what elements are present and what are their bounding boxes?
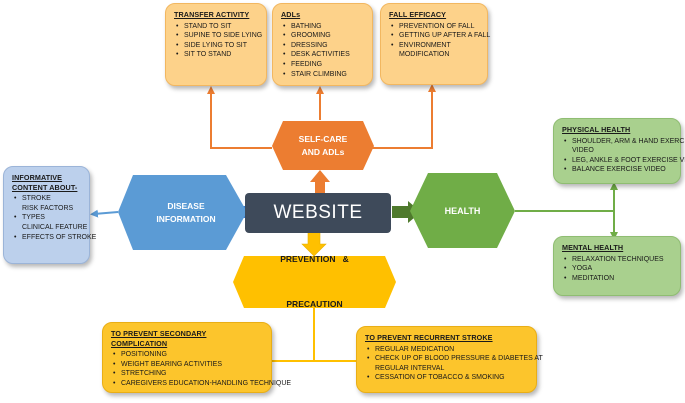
recurrent-stroke-box: TO PREVENT RECURRENT STROKE REGULAR MEDI… [356, 326, 543, 393]
adls-item: BATHING [283, 22, 364, 32]
fall-item: PREVENTION OF FALL [391, 22, 479, 32]
health-node: HEALTH [412, 173, 513, 248]
website-up-arrow [310, 170, 330, 195]
informative-item: RISK FACTORS [22, 204, 74, 212]
self-care-hexagon-shape [272, 121, 374, 170]
secondary-item: POSITIONING [113, 350, 263, 360]
mental-item: RELAXATION TECHNIQUES [564, 255, 672, 265]
transfer-activity-title: TRANSFER ACTIVITY [174, 10, 250, 19]
disease-connector [90, 209, 119, 218]
transfer-item: SIDE LYING TO SIT [176, 41, 258, 51]
adls-item: STAIR CLIMBING [283, 70, 364, 80]
informative-title-line2: CONTENT ABOUT- [12, 182, 78, 192]
disease-hexagon-shape [118, 175, 247, 250]
adls-item: DESK ACTIVITIES [283, 50, 364, 60]
self-care-label-line2: AND ADLs [301, 146, 345, 157]
recurrent-item: CESSATION OF TOBACCO & SMOKING [367, 373, 528, 383]
prevention-hexagon-shape [233, 256, 396, 308]
recurrent-title: TO PREVENT RECURRENT STROKE [365, 333, 493, 342]
mental-item: MEDITATION [564, 274, 672, 284]
prevention-label-line1: PREVENTION & [280, 254, 349, 264]
informative-item: TYPES [14, 213, 81, 223]
disease-label-line2: INFORMATION [156, 213, 216, 224]
physical-health-box: PHYSICAL HEALTH SHOULDER, ARM & HAND EXE… [553, 118, 685, 184]
physical-item: SHOULDER, ARM & HAND EXERCISE [564, 137, 685, 147]
health-connectors [515, 182, 618, 240]
secondary-title: TO PREVENT SECONDARY COMPLICATION [111, 329, 207, 348]
informative-item: CLINICAL FEATURE [22, 223, 88, 231]
physical-item: VIDEO [572, 147, 594, 155]
self-care-node: SELF-CARE AND ADLs [272, 121, 374, 170]
secondary-item: WEIGHT BEARING ACTIVITIES [113, 360, 263, 370]
fall-efficacy-title: FALL EFFICACY [389, 10, 447, 19]
secondary-item: CAREGIVERS EDUCATION-HANDLING TECHNIQUE [113, 379, 291, 389]
physical-health-title: PHYSICAL HEALTH [562, 125, 631, 134]
website-node: WEBSITE [245, 193, 391, 233]
recurrent-item: REGULAR INTERVAL [375, 364, 445, 372]
transfer-item: STAND TO SIT [176, 22, 258, 32]
physical-item: LEG, ANKLE & FOOT EXERCISE VIDEO [564, 156, 685, 166]
fall-item: MODIFICATION [399, 51, 450, 59]
recurrent-item: CHECK UP OF BLOOD PRESSURE & DIABETES AT [367, 354, 543, 364]
website-down-arrow [301, 231, 327, 257]
transfer-activity-box: TRANSFER ACTIVITY STAND TO SIT SUPINE TO… [165, 3, 267, 86]
recurrent-item: REGULAR MEDICATION [367, 345, 528, 355]
website-box-shape [245, 193, 391, 233]
health-label: HEALTH [444, 205, 481, 216]
adls-item: FEEDING [283, 60, 364, 70]
self-care-label-line1: SELF-CARE [298, 133, 348, 144]
adls-item: DRESSING [283, 41, 364, 51]
prevention-node: PREVENTION & PRECAUTION [233, 254, 396, 309]
prevention-label-line2: PRECAUTION [286, 299, 343, 309]
adls-box: ADLs BATHING GROOMING DRESSING DESK ACTI… [272, 3, 373, 86]
physical-item: BALANCE EXERCISE VIDEO [564, 165, 672, 175]
disease-node: DISEASE INFORMATION [130, 175, 242, 250]
transfer-item: SUPINE TO SIDE LYING [176, 31, 262, 41]
health-hexagon-shape [410, 173, 515, 248]
prevention-connectors [272, 306, 358, 362]
fall-item: ENVIRONMENT [391, 41, 479, 51]
adls-item: GROOMING [283, 31, 364, 41]
fall-efficacy-box: FALL EFFICACY PREVENTION OF FALL GETTING… [380, 3, 490, 85]
mental-health-box: MENTAL HEALTH RELAXATION TECHNIQUES YOGA… [553, 236, 681, 296]
informative-item: EFFECTS OF STROKE [14, 233, 96, 243]
self-care-connectors [207, 84, 436, 149]
informative-content-box: INFORMATIVE CONTENT ABOUT- STROKE RISK F… [3, 166, 96, 264]
secondary-complication-box: TO PREVENT SECONDARY COMPLICATION POSITI… [102, 322, 291, 393]
mental-health-title: MENTAL HEALTH [562, 243, 624, 252]
informative-title-line1: INFORMATIVE [12, 173, 63, 182]
secondary-item: STRETCHING [113, 369, 263, 379]
transfer-item: SIT TO STAND [176, 50, 258, 60]
adls-title: ADLs [281, 10, 301, 19]
disease-label-line1: DISEASE [167, 200, 205, 211]
website-label: WEBSITE [273, 202, 363, 223]
fall-item: GETTING UP AFTER A FALL [391, 31, 490, 41]
mental-item: YOGA [564, 264, 672, 274]
informative-item: STROKE [14, 194, 81, 204]
